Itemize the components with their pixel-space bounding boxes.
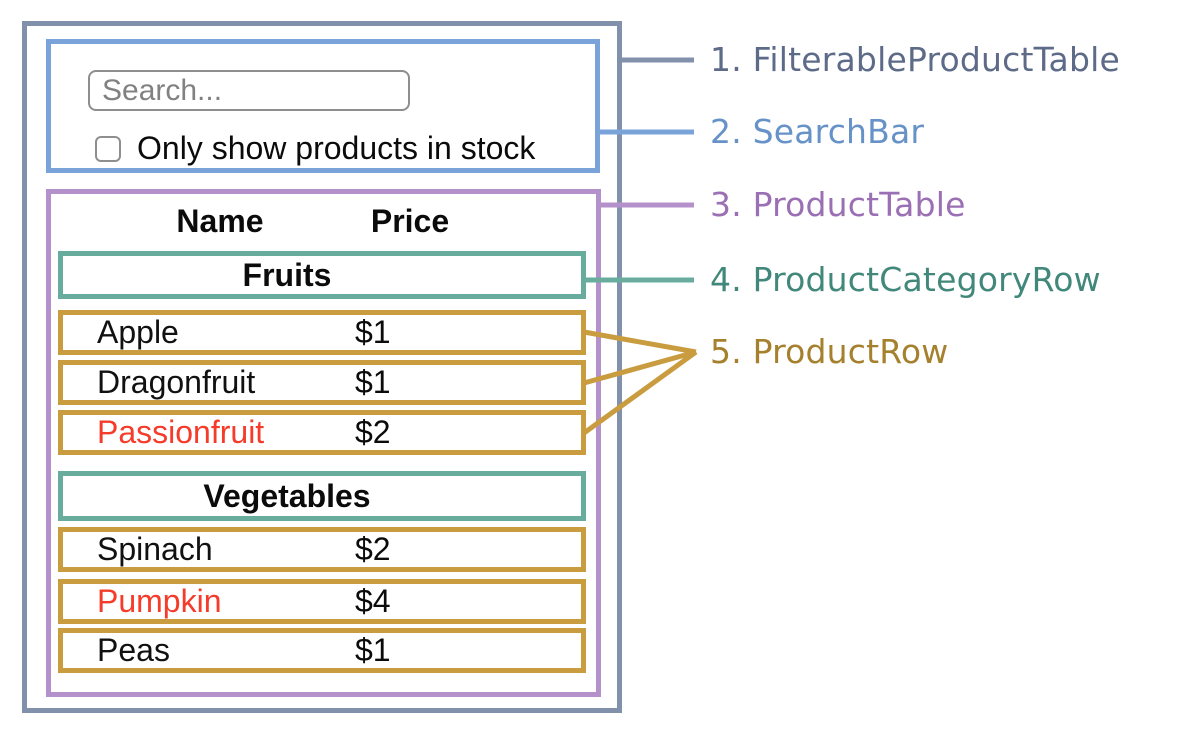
in-stock-checkbox[interactable] bbox=[95, 135, 121, 162]
legend-filterable-product-table: 1. FilterableProductTable bbox=[710, 40, 1120, 79]
product-price: $2 bbox=[355, 531, 391, 567]
product-row-apple: Apple $1 bbox=[58, 310, 586, 355]
in-stock-checkbox-label: Only show products in stock bbox=[137, 130, 536, 166]
legend-product-table: 3. ProductTable bbox=[710, 185, 966, 224]
product-price: $2 bbox=[355, 414, 391, 450]
product-row-peas: Peas $1 bbox=[58, 628, 586, 673]
product-row-passionfruit: Passionfruit $2 bbox=[58, 410, 586, 455]
legend-product-category-row: 4. ProductCategoryRow bbox=[710, 260, 1101, 299]
legend-product-row: 5. ProductRow bbox=[710, 332, 949, 371]
column-header-name: Name bbox=[176, 203, 264, 239]
product-price: $4 bbox=[355, 583, 391, 619]
product-name: Passionfruit bbox=[97, 414, 265, 450]
search-input[interactable] bbox=[88, 70, 410, 111]
product-name: Dragonfruit bbox=[97, 364, 256, 400]
product-name: Spinach bbox=[97, 531, 213, 567]
search-bar-box bbox=[46, 39, 600, 173]
product-price: $1 bbox=[355, 364, 391, 400]
product-price: $1 bbox=[355, 632, 391, 668]
column-header-price: Price bbox=[370, 203, 450, 239]
product-price: $1 bbox=[355, 314, 391, 350]
product-row-dragonfruit: Dragonfruit $1 bbox=[58, 360, 586, 405]
category-row-vegetables: Vegetables bbox=[58, 471, 586, 521]
stock-filter-row: Only show products in stock bbox=[95, 130, 535, 167]
product-row-spinach: Spinach $2 bbox=[58, 527, 586, 572]
product-row-pumpkin: Pumpkin $4 bbox=[58, 579, 586, 624]
legend-search-bar: 2. SearchBar bbox=[710, 112, 925, 151]
product-name: Pumpkin bbox=[97, 583, 222, 619]
product-name: Peas bbox=[97, 632, 170, 668]
product-name: Apple bbox=[97, 314, 179, 350]
category-row-fruits: Fruits bbox=[58, 251, 586, 299]
product-table-box bbox=[46, 189, 601, 697]
